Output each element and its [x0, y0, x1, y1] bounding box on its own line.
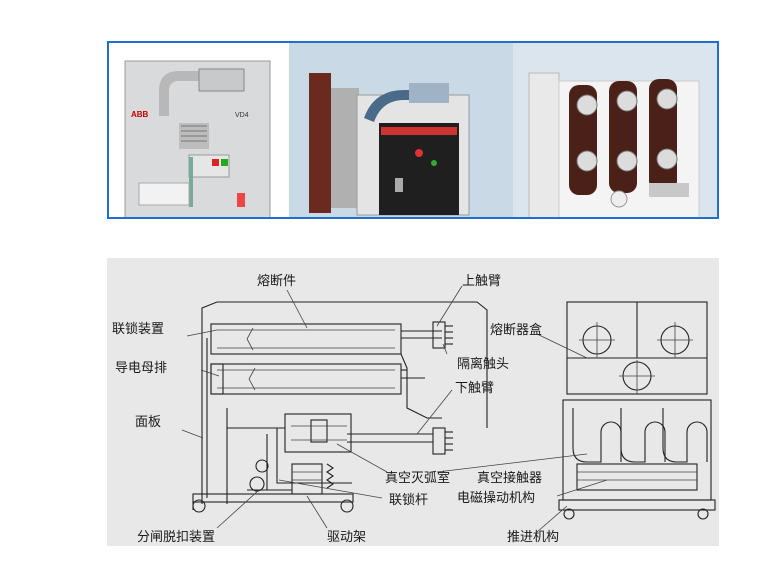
label-busbar: 导电母排: [115, 361, 167, 376]
label-isolating-contact: 隔离触头: [457, 356, 509, 372]
side-section-view: [192, 301, 488, 513]
abb-vd4-breaker-photo: ABB VD4: [124, 60, 271, 217]
return-spring: [326, 463, 334, 489]
vd4-model-label: VD4: [235, 112, 249, 119]
label-upper-contact-arm: 上触臂: [462, 274, 501, 289]
label-drive-frame: 驱动架: [327, 530, 366, 545]
isolating-contact-lower: [432, 427, 453, 455]
label-em-mechanism: 电磁操动机构: [457, 490, 535, 506]
isolating-contact-upper: [432, 321, 453, 349]
structure-diagram: 熔断件 上触臂 联锁装置 熔断器盒 导电母排 隔离触头 下触臂 面板 真空灭弧室…: [107, 258, 719, 546]
label-trip-device: 分闸脱扣装置: [137, 530, 215, 545]
three-pole-fuse-contactor-photo: [528, 72, 700, 217]
label-withdraw-mechanism: 推进机构: [507, 530, 559, 545]
product-photo-strip: ABB VD4: [107, 41, 719, 219]
label-lower-contact-arm: 下触臂: [455, 381, 494, 396]
label-fuse-element: 熔断件: [257, 274, 296, 289]
contactor-housing: [562, 399, 712, 501]
product-photos: ABB VD4: [109, 43, 717, 217]
vacuum-interrupter-body: [284, 413, 352, 453]
upper-fuse-tube: [210, 323, 402, 355]
electromagnet: [291, 463, 323, 495]
abb-logo: ABB: [131, 110, 149, 119]
front-view: [558, 301, 716, 520]
label-fuse-box: 熔断器盒: [490, 322, 542, 338]
lower-fuse-tube: [210, 363, 402, 395]
cross-section-drawing: 熔断件 上触臂 联锁装置 熔断器盒 导电母排 隔离触头 下触臂 面板 真空灭弧室…: [112, 274, 716, 545]
label-interlock-rod: 联锁杆: [389, 492, 428, 508]
label-interlock-device: 联锁装置: [112, 321, 164, 337]
label-panel: 面板: [135, 415, 161, 430]
leader-lines: [181, 285, 608, 533]
label-vacuum-contactor: 真空接触器: [477, 470, 542, 486]
vacuum-breaker-front-photo: [309, 73, 470, 216]
label-vacuum-interrupter: 真空灭弧室: [385, 470, 450, 486]
